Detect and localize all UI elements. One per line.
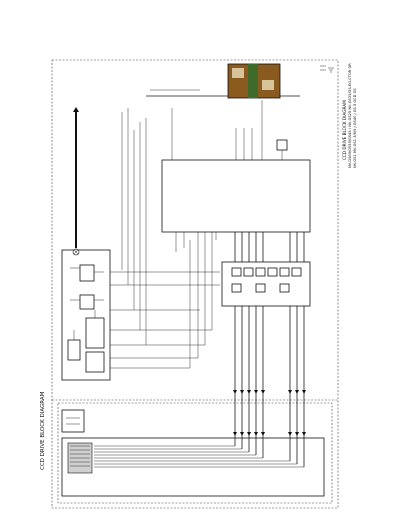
ccd-chip-hatching (70, 445, 90, 467)
ground-symbol-icon (328, 67, 334, 73)
title-block-line2: NV-GS65/GS55/GS45 / NV-GS25 NV-GS33/GS-E… (348, 63, 352, 168)
v-driver-cells (231, 267, 302, 293)
ccd-board-frame (57, 402, 333, 504)
upper-control-lines (121, 100, 263, 150)
dsp-pin-lines-bottom (175, 232, 217, 252)
ic-sub-block-1 (79, 264, 95, 282)
board-connector-arrows-lower (233, 432, 306, 436)
diagram-title: CCD DRIVE BLOCK DIAGRAM (40, 391, 46, 470)
main-board-frame (51, 59, 339, 509)
title-block-line3: NV-GS1 MV-GS1 3/6/9 J GS40 J GS 5 GCD GS (353, 88, 357, 168)
title-block-line1: CCD DRIVE BLOCK DIAGRAM (342, 100, 347, 160)
ic-sub-block-2 (79, 294, 95, 310)
board-connector-arrows-upper (233, 390, 306, 394)
title-block: CCD DRIVE BLOCK DIAGRAM NV-GS65/GS55/GS4… (342, 63, 357, 168)
legend-marks (320, 65, 326, 71)
bus-arrow-icon (73, 107, 79, 112)
adc-vertical-lines (121, 118, 213, 368)
dsp-timing-generator-ic (161, 159, 311, 233)
lens-module-label (232, 68, 244, 78)
ic-sub-block-3 (67, 339, 81, 361)
ic-sub-block-4 (85, 317, 105, 349)
ccd-clock-lines (94, 445, 304, 468)
ic-sub-block-5 (85, 351, 105, 373)
dsp-pin-lines-top (171, 118, 283, 160)
ccd-output-buffer (61, 409, 85, 433)
regulator-component (276, 139, 288, 151)
lens-module-label-2 (262, 80, 274, 90)
ic-internal-wiring (70, 267, 104, 340)
lens-module-band (248, 64, 258, 98)
adc-to-dsp-lines (110, 271, 220, 369)
